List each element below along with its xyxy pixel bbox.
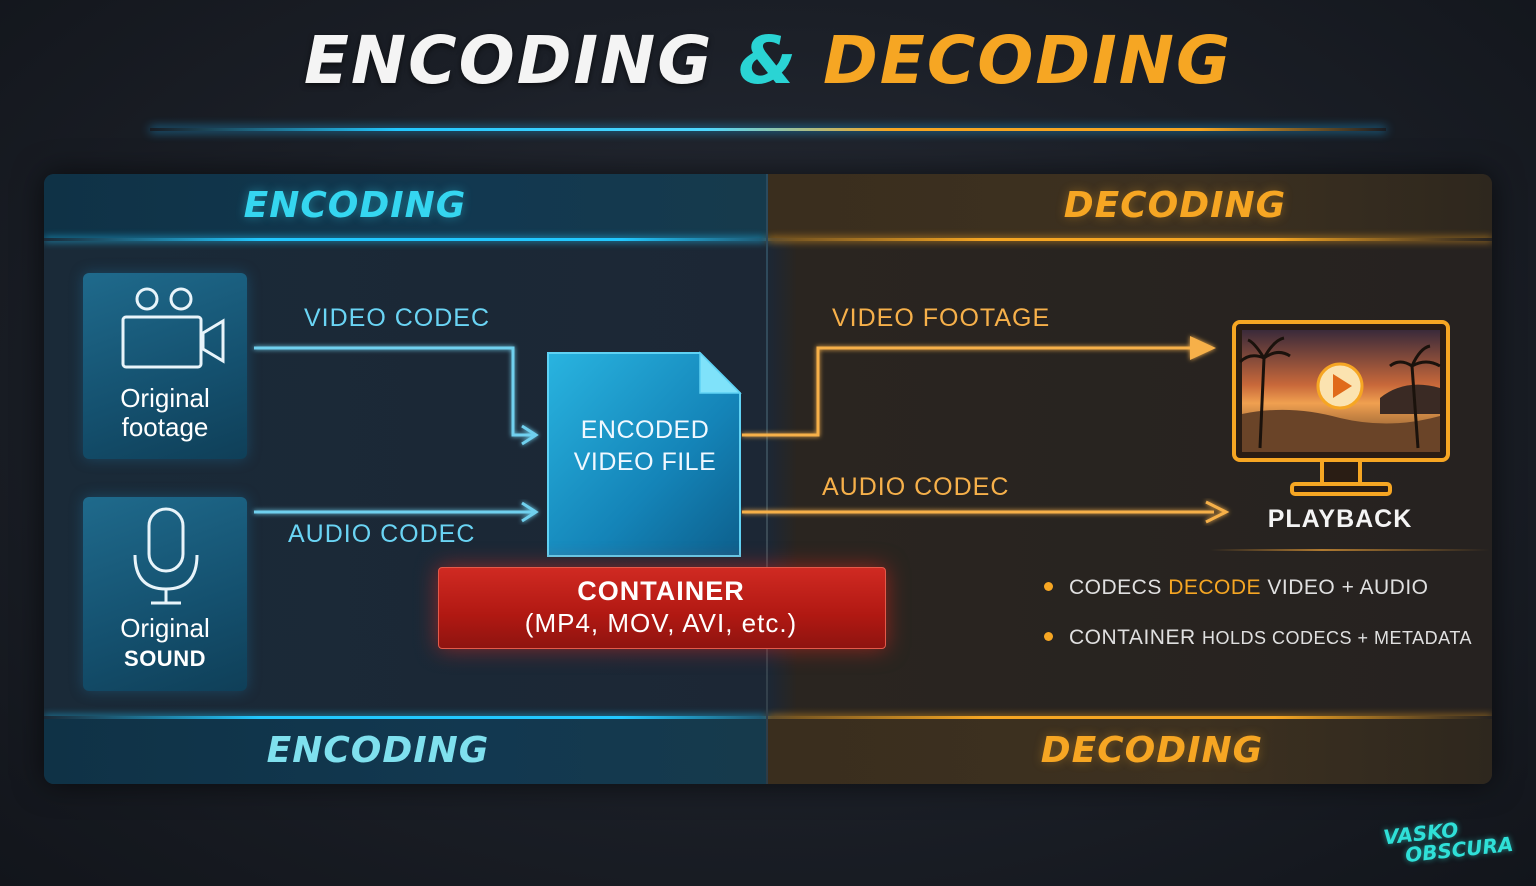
video-camera-icon [121, 287, 225, 369]
diagram-panel: ENCODING DECODING ENCODING DECODING [44, 174, 1492, 784]
original-sound-box: Original SOUND [83, 497, 247, 691]
decoding-header: DECODING [1063, 185, 1287, 226]
original-footage-label-1: Original [120, 383, 210, 413]
audio-codec-arrow [254, 501, 539, 523]
original-sound-label-2: SOUND [124, 646, 206, 671]
decoding-footer-line [768, 716, 1492, 719]
playback-underline [1210, 549, 1490, 551]
encoded-file-line2: VIDEO FILE [573, 448, 717, 476]
encoded-file-label: ENCODED VIDEO FILE [548, 414, 742, 478]
decoding-footer-band: DECODING [768, 719, 1492, 784]
file-icon [547, 351, 742, 557]
title-decoding: DECODING [822, 22, 1233, 99]
decoding-footer: DECODING [1040, 730, 1264, 771]
title-ampersand: & [738, 22, 798, 99]
video-codec-label: VIDEO CODEC [304, 304, 491, 332]
page-title: ENCODING & DECODING [0, 22, 1536, 99]
original-sound-label-1: Original [120, 613, 210, 643]
video-footage-label: VIDEO FOOTAGE [832, 304, 1051, 332]
microphone-icon [133, 507, 199, 605]
encoding-footer-band: ENCODING [44, 719, 766, 784]
encoding-header-line [44, 238, 766, 241]
container-title: CONTAINER [577, 576, 745, 606]
note-container: CONTAINER HOLDS CODECS + METADATA [1044, 626, 1472, 650]
encoding-header: ENCODING [243, 185, 467, 226]
encoding-footer-line [44, 716, 766, 719]
original-footage-box: Original footage [83, 273, 247, 459]
decoding-header-band: DECODING [768, 174, 1492, 238]
container-subtitle: (MP4, MOV, AVI, etc.) [524, 608, 798, 638]
encoded-file-line1: ENCODED [580, 416, 710, 444]
encoding-footer: ENCODING [266, 730, 490, 771]
title-encoding: ENCODING [303, 22, 714, 99]
decoding-header-line [768, 238, 1492, 241]
note-codecs: CODECS DECODE VIDEO + AUDIO [1044, 576, 1429, 600]
monitor-play-icon [1232, 320, 1450, 496]
playback-label: PLAYBACK [1267, 505, 1413, 533]
bullet-dot [1044, 631, 1053, 641]
audio-decode-arrow [742, 500, 1230, 524]
audio-codec-label: AUDIO CODEC [288, 520, 476, 548]
audio-decode-label: AUDIO CODEC [822, 473, 1010, 501]
video-footage-arrow [742, 336, 1216, 437]
video-codec-arrow [254, 346, 539, 446]
section-divider [766, 174, 768, 784]
encoding-header-band: ENCODING [44, 174, 766, 238]
title-underline [150, 128, 1386, 131]
original-footage-label-2: footage [121, 412, 209, 442]
container-box [438, 567, 886, 649]
bullet-dot [1044, 581, 1053, 591]
